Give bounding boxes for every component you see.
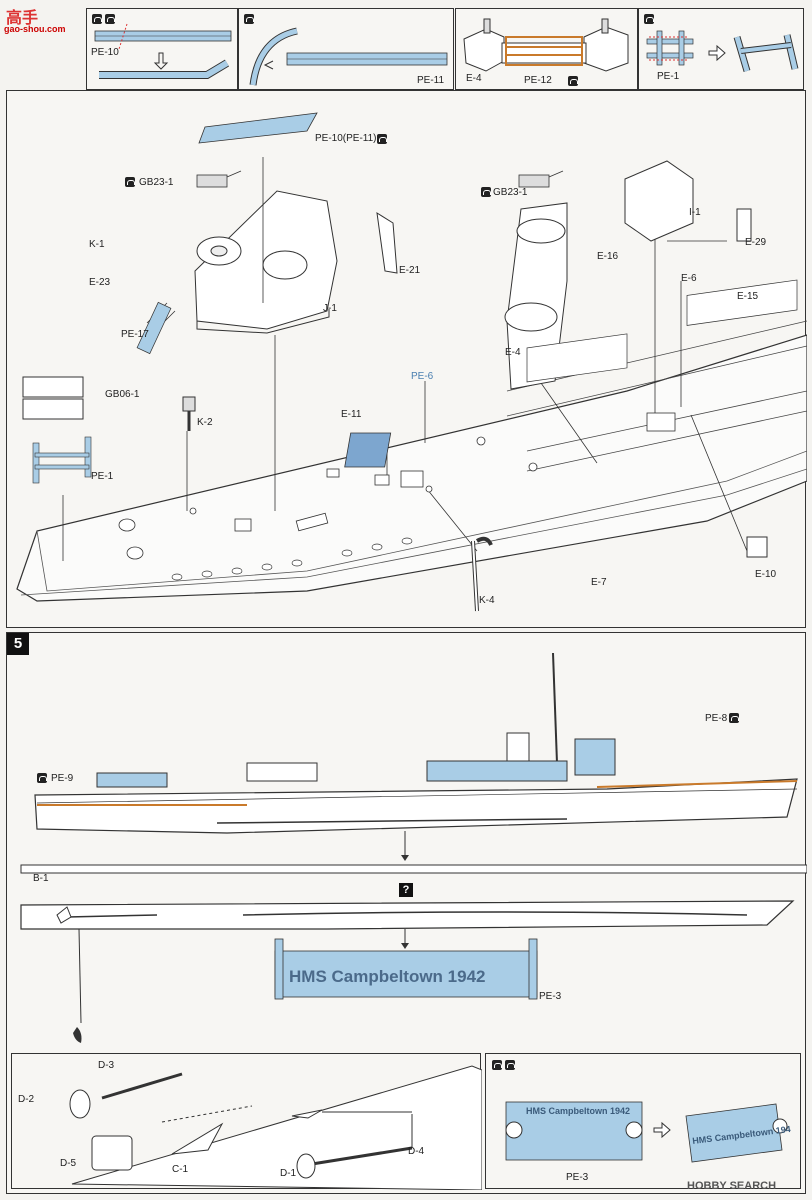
bend-icon bbox=[492, 1060, 502, 1070]
bend-icon bbox=[105, 14, 115, 24]
label-gb06: GB06-1 bbox=[105, 389, 140, 400]
step4-panel: PE-10(PE-11) GB23-1 GB23-1 K-1 E-23 PE-1… bbox=[6, 90, 807, 628]
gun-deck-railing-diagram bbox=[463, 18, 629, 72]
label-e11: E-11 bbox=[341, 409, 362, 420]
railing-curve-diagram bbox=[249, 27, 448, 86]
label-e4: E-4 bbox=[505, 347, 521, 358]
bend-icon bbox=[568, 76, 578, 86]
step-number: 5 bbox=[7, 633, 29, 655]
label-b1: B-1 bbox=[33, 873, 49, 884]
bend-icon bbox=[125, 177, 135, 187]
part-label-e4: E-4 bbox=[466, 73, 482, 84]
top-panel-1: PE-10 bbox=[86, 8, 238, 90]
label-c1: C-1 bbox=[172, 1164, 189, 1175]
railing-bend-diagram bbox=[94, 23, 232, 79]
step5-panel: 5 PE-9 PE-8 B-1 bbox=[6, 632, 807, 1194]
label-pe9: PE-9 bbox=[51, 773, 74, 784]
top-panel-2: PE-11 bbox=[238, 8, 454, 90]
label-k2: K-2 bbox=[197, 417, 213, 428]
detail-panel-rudder: D-3 D-2 D-5 C-1 D-1 D-4 bbox=[11, 1053, 482, 1190]
label-j1: J-1 bbox=[323, 303, 337, 314]
nameplate-bend-diagram bbox=[505, 1101, 788, 1163]
bend-icon bbox=[377, 134, 387, 144]
question-badge: ? bbox=[399, 883, 413, 897]
bend-icon bbox=[244, 14, 254, 24]
part-label-pe11: PE-11 bbox=[417, 75, 445, 86]
label-pe10-11: PE-10(PE-11) bbox=[315, 133, 377, 144]
top-panel-3: E-4 PE-12 bbox=[455, 8, 638, 90]
label-d3: D-3 bbox=[98, 1060, 115, 1071]
label-d5: D-5 bbox=[60, 1158, 77, 1169]
bend-icon bbox=[481, 187, 491, 197]
pe1-bend-diagram bbox=[646, 30, 799, 72]
label-pe3-b: PE-3 bbox=[566, 1172, 589, 1183]
nameplate-text: HMS Campbeltown 1942 bbox=[289, 967, 486, 986]
step4-hull-diagram bbox=[16, 112, 807, 612]
rudder-shaft-diagram bbox=[69, 1065, 482, 1190]
top-panel-4: PE-1 bbox=[638, 8, 804, 90]
label-e21: E-21 bbox=[399, 265, 421, 276]
watermark-brand: HOBBY SEARCH bbox=[687, 1180, 777, 1192]
bend-icon bbox=[644, 14, 654, 24]
label-gb23-left: GB23-1 bbox=[139, 177, 174, 188]
watermark-glyph: 高手 bbox=[6, 10, 39, 27]
label-pe6: PE-6 bbox=[411, 371, 434, 382]
part-label-pe1: PE-1 bbox=[657, 71, 680, 82]
part-label-pe12: PE-12 bbox=[524, 75, 552, 86]
label-e6: E-6 bbox=[681, 273, 697, 284]
label-e7: E-7 bbox=[591, 577, 607, 588]
label-e29: E-29 bbox=[745, 237, 767, 248]
bend-icon bbox=[729, 713, 739, 723]
label-e10: E-10 bbox=[755, 569, 777, 580]
label-pe17: PE-17 bbox=[121, 329, 149, 340]
label-gb23-right: GB23-1 bbox=[493, 187, 528, 198]
bend-icon bbox=[92, 14, 102, 24]
nameplate-small-text: HMS Campbeltown 1942 bbox=[526, 1106, 631, 1116]
part-label-pe10: PE-10 bbox=[91, 47, 119, 58]
label-i1: I-1 bbox=[689, 207, 701, 218]
label-e15: E-15 bbox=[737, 291, 759, 302]
label-pe3: PE-3 bbox=[539, 991, 562, 1002]
label-e16: E-16 bbox=[597, 251, 619, 262]
label-pe1: PE-1 bbox=[91, 471, 114, 482]
detail-panel-nameplate: HMS Campbeltown 1942 HMS Campbeltown 194… bbox=[485, 1053, 801, 1189]
step5-hull-side-view bbox=[20, 652, 807, 1043]
label-pe8: PE-8 bbox=[705, 713, 728, 724]
label-d4: D-4 bbox=[408, 1146, 425, 1157]
bend-icon bbox=[37, 773, 47, 783]
bend-icon bbox=[505, 1060, 515, 1070]
label-d2: D-2 bbox=[18, 1094, 35, 1105]
label-k1: K-1 bbox=[89, 239, 105, 250]
label-d1: D-1 bbox=[280, 1168, 297, 1179]
label-e23: E-23 bbox=[89, 277, 111, 288]
label-k4: K-4 bbox=[479, 595, 495, 606]
watermark-site: gao-shou.com bbox=[4, 24, 66, 34]
